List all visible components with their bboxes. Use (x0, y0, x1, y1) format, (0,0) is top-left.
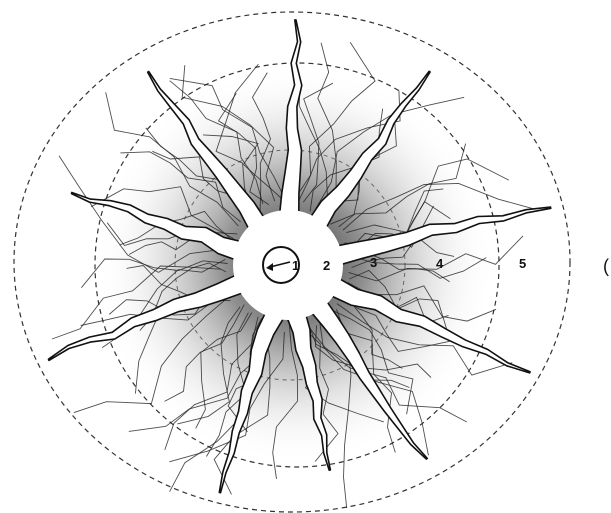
microcrack (342, 295, 450, 352)
main-crack (146, 70, 267, 232)
microcrack (105, 92, 239, 227)
microcrack (202, 134, 285, 201)
microcrack (346, 158, 510, 234)
microcrack (330, 308, 414, 415)
main-crack (334, 206, 552, 266)
microcrack (298, 86, 328, 215)
microcrack (215, 63, 259, 211)
main-crack (308, 70, 431, 231)
edge-fragment-glyph: ( (603, 256, 609, 276)
microcrack (272, 323, 299, 480)
microcrack (51, 265, 221, 340)
zone-label-2: 2 (323, 258, 330, 273)
microcrack (181, 65, 276, 202)
main-crack (278, 19, 303, 217)
microcrack (348, 235, 524, 282)
microcrack (348, 254, 487, 279)
microcrack (351, 236, 455, 268)
microcrack (164, 306, 241, 402)
microcrack (302, 82, 334, 203)
zone-label-5: 5 (519, 256, 526, 271)
microcrack (81, 258, 228, 288)
main-crack (328, 276, 531, 374)
main-crack (218, 309, 286, 494)
microcrack (195, 312, 253, 429)
middle-zone-boundary (94, 62, 500, 468)
microcrack (318, 315, 429, 456)
microcrack (336, 303, 513, 376)
microcrack (296, 90, 401, 205)
microcrack (213, 327, 271, 495)
microcrack (251, 72, 271, 211)
zone-label-4: 4 (436, 256, 444, 271)
microcrack (90, 186, 234, 239)
outer-zone-boundary (13, 11, 571, 513)
microcrack (169, 77, 287, 202)
microcrack (58, 155, 223, 273)
microcrack (169, 331, 285, 463)
microcrack (330, 143, 467, 225)
microcrack (301, 325, 339, 462)
zone-label-3: 3 (370, 255, 377, 270)
microcrack (120, 151, 241, 223)
inner-zone-boundary (174, 149, 406, 381)
microcrack (217, 92, 270, 206)
microcrack (73, 294, 232, 414)
arrow-icon (266, 261, 291, 271)
microcrack (177, 304, 245, 425)
microcrack (315, 96, 465, 209)
zone-label-1: 1 (292, 258, 299, 273)
main-crack (47, 273, 246, 362)
microcrack (342, 182, 533, 231)
main-radial-cracks (47, 19, 552, 494)
main-crack (309, 298, 429, 460)
microcrack (305, 323, 468, 423)
main-crack (285, 311, 332, 471)
main-crack (70, 191, 244, 261)
microcrack (119, 210, 231, 246)
